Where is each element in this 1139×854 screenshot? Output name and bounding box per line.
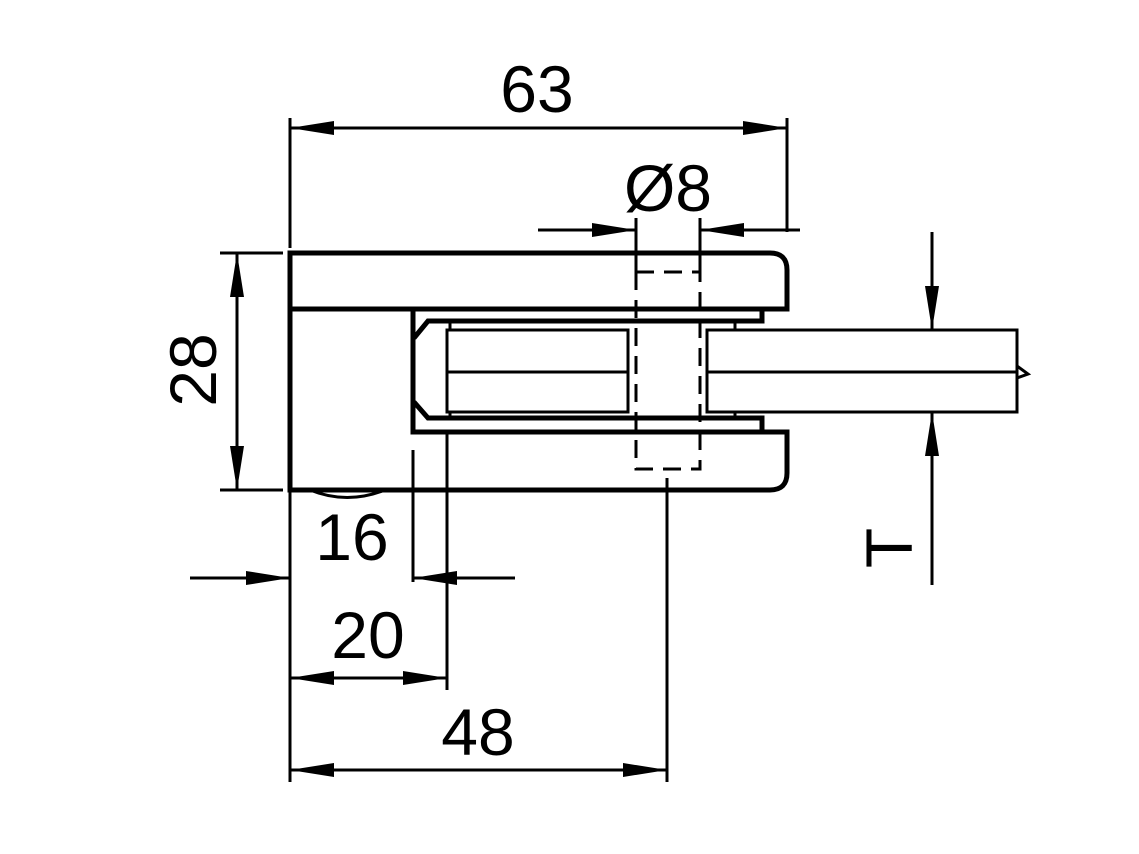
dimension-28: 28: [156, 251, 283, 492]
dimension-label-48: 48: [441, 695, 514, 769]
dimension-63: 63: [288, 52, 789, 248]
dimension-label-16: 16: [315, 500, 388, 574]
dimension-48: 48: [290, 478, 669, 782]
dimension-label-T: T: [852, 528, 926, 568]
clamp-body: [287, 250, 790, 499]
dimension-label-diameter: Ø8: [624, 151, 712, 225]
dimension-label-28: 28: [156, 333, 230, 406]
dimension-20: 20: [290, 432, 449, 690]
dimension-16: 16: [190, 450, 515, 782]
dimension-label-63: 63: [500, 52, 573, 126]
dimension-label-20: 20: [331, 598, 404, 672]
glass-panel: [445, 328, 1032, 414]
bolt-hidden-outline: [634, 270, 702, 471]
dimension-glass-thickness: T: [852, 232, 939, 585]
rubber-liner: [412, 309, 765, 432]
dimension-bolt-diameter: Ø8: [538, 151, 800, 272]
